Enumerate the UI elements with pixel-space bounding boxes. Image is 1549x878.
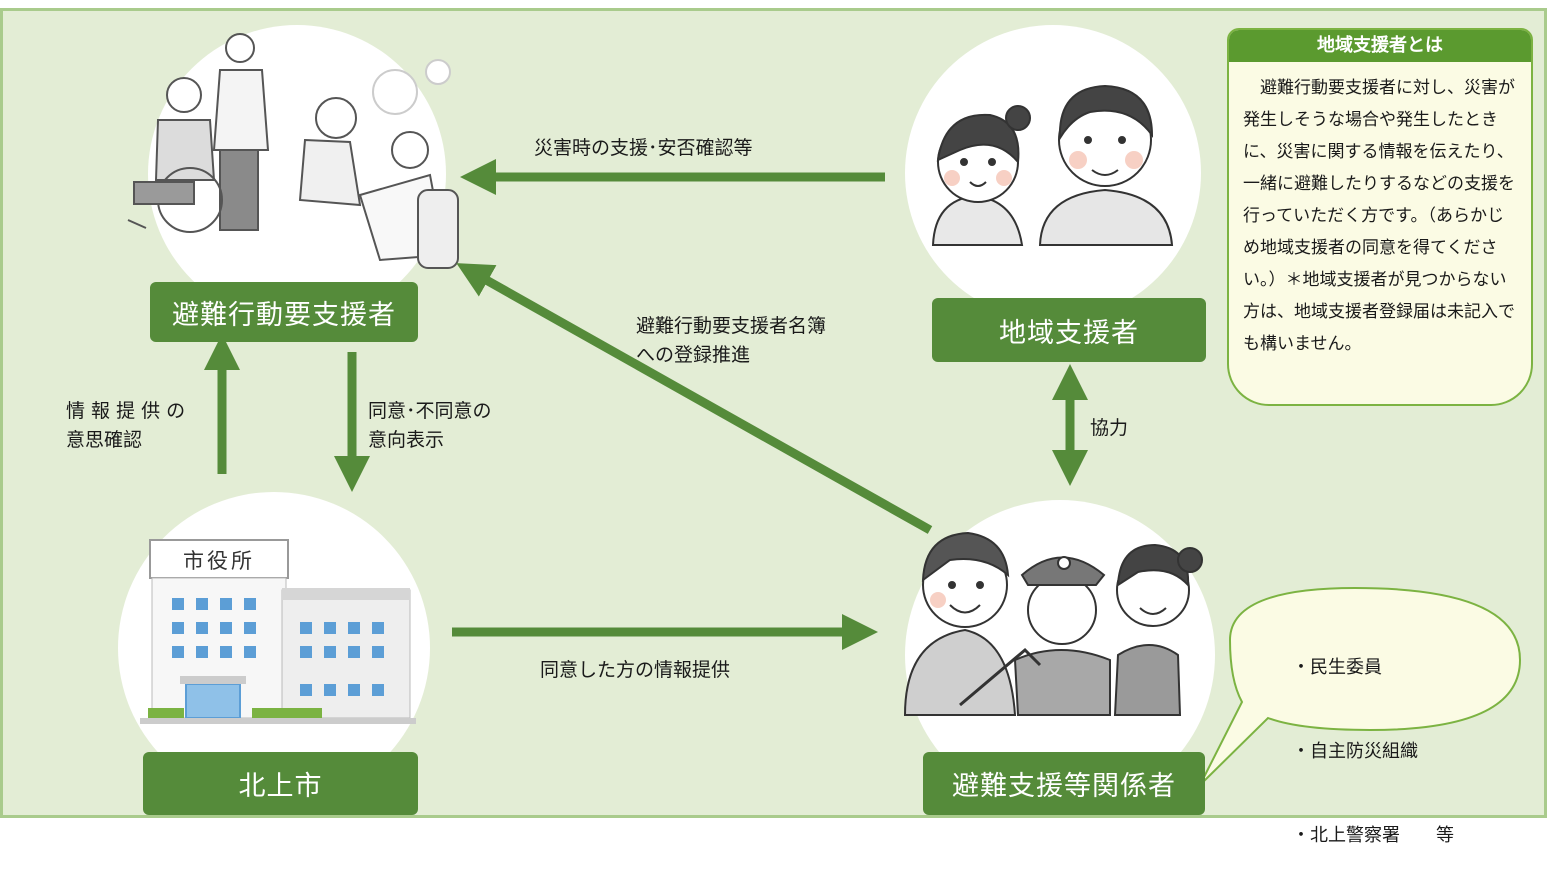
related-item-3: ・北上警察署 等 xyxy=(1292,825,1454,846)
infobox-body: 避難行動要支援者に対し、災害が発生しそうな場合や発生したときに、災害に関する情報… xyxy=(1243,78,1515,354)
local-supporter-infobox: 地域支援者とは 避難行動要支援者に対し、災害が発生しそうな場合や発生したときに、… xyxy=(1227,28,1533,406)
woman-and-man-illustration xyxy=(931,84,1174,246)
caregivers-and-elderly-illustration xyxy=(127,33,459,269)
volunteer-police-officer-staff-illustration xyxy=(903,531,1203,716)
diagram-graphics: 市役所 xyxy=(127,33,1522,786)
related-persons-list: ・民生委員 ・自主防災組織 ・北上警察署 等 xyxy=(1292,598,1454,878)
related-item-2: ・自主防災組織 xyxy=(1292,741,1418,762)
infobox-title: 地域支援者とは xyxy=(1229,30,1531,62)
consent-label-line1: 同意･不同意の xyxy=(368,400,492,422)
node-local-supporter: 地域支援者 xyxy=(932,298,1206,362)
related-persons-bubble xyxy=(1199,586,1522,786)
cooperation-label: 協力 xyxy=(1090,417,1129,439)
support-label: 災害時の支援･安否確認等 xyxy=(534,137,753,159)
registration-label-line1: 避難行動要支援者名簿 xyxy=(636,315,827,337)
confirm-label-line1: 情 報 提 供 の xyxy=(66,400,186,422)
consent-label-line2: 意向表示 xyxy=(368,429,445,451)
city-hall-building-illustration xyxy=(140,539,416,724)
info-provision-label: 同意した方の情報提供 xyxy=(540,659,731,681)
node-city: 北上市 xyxy=(143,752,418,815)
registration-label-line2: への登録推進 xyxy=(636,344,751,366)
registration-arrow xyxy=(456,263,933,534)
node-evacuee: 避難行動要支援者 xyxy=(150,282,418,342)
node-related: 避難支援等関係者 xyxy=(923,752,1205,815)
confirm-label-line2: 意思確認 xyxy=(66,429,143,451)
related-item-1: ・民生委員 xyxy=(1292,657,1382,678)
building-sign: 市役所 xyxy=(183,549,255,573)
